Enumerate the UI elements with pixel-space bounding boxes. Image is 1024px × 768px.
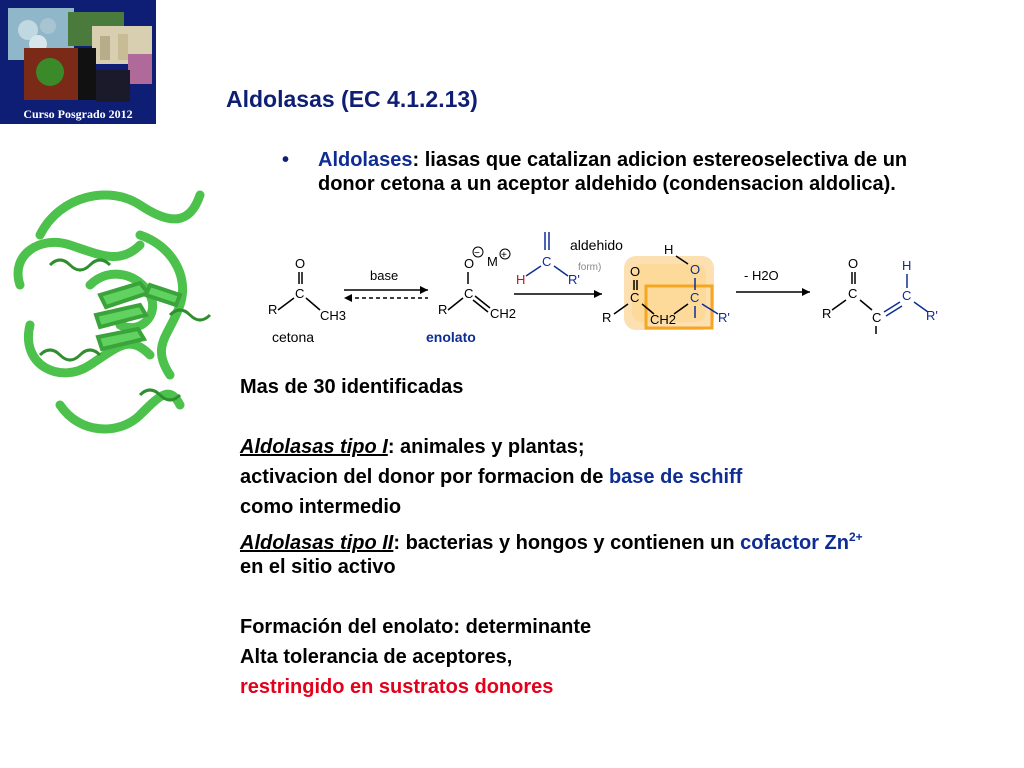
slide-body: Mas de 30 identificadas Aldolasas tipo I…	[240, 372, 1000, 702]
body-line-5-mid: : bacterias y hongos y contienen un	[393, 532, 741, 554]
body-line-2-rest: : animales y plantas;	[387, 436, 585, 458]
ketone-c: C	[295, 286, 304, 301]
enone-rprime: R'	[926, 308, 938, 323]
term-base-de-schiff: base de schiff	[608, 466, 743, 488]
label-form: form)	[578, 262, 601, 273]
enone-r: R	[822, 306, 831, 321]
term-zn-charge: 2+	[849, 530, 863, 544]
bullet-text: Aldolases: liasas que catalizan adicion …	[318, 148, 1008, 196]
logo-collage-image	[8, 8, 152, 102]
body-line-7: Formación del enolato: determinante	[240, 616, 592, 638]
arrow-base-label: base	[370, 268, 398, 283]
enone-c3: C	[902, 288, 911, 303]
slide-title: Aldolasas (EC 4.1.2.13)	[226, 86, 478, 112]
enolate-c: C	[464, 286, 473, 301]
aldol-c1: C	[630, 290, 639, 305]
aldol-r: R	[602, 310, 611, 325]
enolate-m: M	[487, 254, 498, 269]
aldehyde-h: H	[516, 272, 525, 287]
term-aldolasas-tipo-1: Aldolasas tipo I	[240, 436, 388, 458]
body-line-4: como intermedio	[240, 496, 402, 518]
label-cetona: cetona	[272, 329, 314, 345]
aldol-oh-o: O	[690, 262, 700, 277]
ketone-o: O	[295, 256, 305, 271]
label-aldehido: aldehido	[570, 237, 623, 253]
aldol-c2: C	[690, 290, 699, 305]
body-line-8: Alta tolerancia de aceptores,	[240, 646, 513, 668]
enone-o: O	[848, 256, 858, 271]
bullet-line2: donor cetona a un aceptor aldehido (cond…	[318, 173, 896, 195]
body-line-1: Mas de 30 identificadas	[240, 376, 464, 398]
enone-c1: C	[848, 286, 857, 301]
aldol-rprime: R'	[718, 310, 730, 325]
bullet-term: Aldolases	[318, 149, 413, 171]
body-line-6: en el sitio activo	[240, 556, 396, 578]
body-line-3: activacion del donor por formacion de ba…	[240, 462, 1000, 492]
enone-h: H	[902, 258, 911, 273]
bullet-line1-rest: : liasas que catalizan adicion estereose…	[412, 149, 908, 171]
enolate-minus: −	[474, 248, 480, 259]
term-cofactor-zn: cofactor Zn	[740, 532, 849, 554]
enolate-plus: +	[501, 250, 507, 261]
aldol-o: O	[630, 264, 640, 279]
protein-structure-image	[13, 190, 212, 434]
label-enolato: enolato	[426, 329, 476, 345]
aldol-reaction-scheme: O C R CH3 cetona base O − M + C R CH2 en…	[268, 232, 938, 345]
body-line-9: restringido en sustratos donores	[240, 676, 554, 698]
course-logo: Curso Posgrado 2012	[0, 0, 156, 124]
aldehyde-r: R'	[568, 272, 580, 287]
label-minus-h2o: - H2O	[744, 268, 779, 283]
ketone-ch3: CH3	[320, 308, 346, 323]
bullet-symbol: •	[282, 149, 290, 171]
aldol-oh-h: H	[664, 242, 673, 257]
aldehyde-c: C	[542, 254, 551, 269]
logo-caption: Curso Posgrado 2012	[23, 107, 133, 121]
highlight-inner	[632, 264, 706, 322]
body-line-2: Aldolasas tipo I: animales y plantas;	[240, 432, 1000, 462]
enolate-o: O	[464, 256, 474, 271]
ketone-r: R	[268, 302, 277, 317]
enone-c2: C	[872, 310, 881, 325]
enolate-ch2: CH2	[490, 306, 516, 321]
body-line-3-pre: activacion del donor por formacion de	[240, 466, 609, 488]
body-line-5: Aldolasas tipo II: bacterias y hongos y …	[240, 522, 1000, 554]
enolate-r: R	[438, 302, 447, 317]
aldol-ch2: CH2	[650, 312, 676, 327]
term-aldolasas-tipo-2: Aldolasas tipo II	[240, 532, 394, 554]
